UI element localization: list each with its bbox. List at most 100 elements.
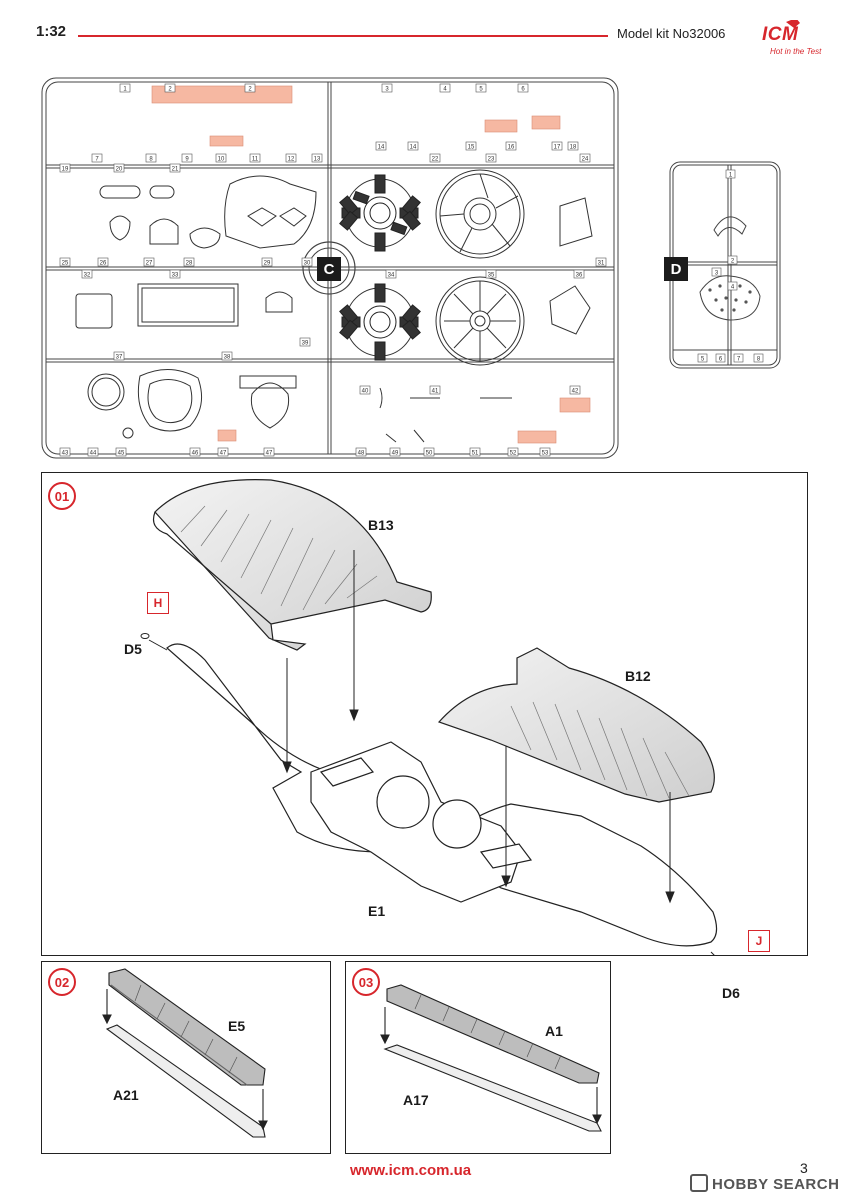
- brand-logo: ICM Hot in the Test: [756, 20, 828, 60]
- sprue-c-part-number-box: [299, 337, 311, 347]
- sprue-c-part-number: 11: [252, 157, 259, 163]
- sprue-d-part-number-box: [727, 255, 738, 265]
- sprue-d-part-number: 3: [715, 271, 719, 277]
- sprue-c-part-number: 2: [168, 87, 172, 93]
- sprue-c-part-number: 10: [218, 157, 225, 163]
- sprue-c-part-number: 27: [146, 261, 153, 267]
- watermark-logo-icon: [690, 1174, 708, 1192]
- sprue-c-part-number-box: [169, 163, 181, 173]
- sprue-c-part-number: 13: [314, 157, 321, 163]
- sprue-c-part-number: 16: [508, 145, 515, 151]
- sprue-c-part-number-box: [485, 153, 497, 163]
- sprue-c-part-number-box: [311, 153, 323, 163]
- sprue-c-part-number-box: [375, 141, 387, 151]
- sprue-c-part-number: 51: [472, 451, 479, 457]
- paint-marker-h: H: [147, 592, 169, 614]
- sprue-c-part-number: 40: [362, 389, 369, 395]
- sprue-c-part-number: 47: [220, 451, 227, 457]
- sprue-c-part-number-box: [189, 447, 201, 457]
- sprue-c-part-number: 20: [116, 167, 123, 173]
- page-number: 3: [800, 1160, 808, 1176]
- sprue-d-part-number: 7: [737, 357, 741, 363]
- paint-marker-j: J: [748, 930, 770, 952]
- sprue-c-part-number: 15: [468, 145, 475, 151]
- sprue-c-part-number-box: [115, 447, 127, 457]
- sprue-c-part-number-box: [485, 269, 497, 279]
- sprue-d-part-number-box: [725, 169, 736, 179]
- sprue-c-part-number-box: [475, 83, 487, 93]
- sprue-c-part-number: 31: [598, 261, 605, 267]
- step-02-aileron-drawing: [102, 968, 268, 1138]
- sprue-c-part-number-box: [169, 269, 181, 279]
- sprue-c-part-number: 1: [123, 87, 127, 93]
- sprue-c-part-number: 24: [582, 157, 589, 163]
- sprue-c-part-number: 34: [388, 273, 395, 279]
- sprue-c-part-number-box: [249, 153, 261, 163]
- sprue-c-part-number: 8: [149, 157, 153, 163]
- sprue-d-part-number: 2: [731, 259, 735, 265]
- sprue-c-part-number: 36: [576, 273, 583, 279]
- sprue-c-part-number-box: [244, 83, 256, 93]
- sprue-c-part-number-box: [87, 447, 99, 457]
- sprue-c-letter: C: [323, 260, 335, 278]
- page-header: 1:32 Model kit No32006 ICM Hot in the Te…: [0, 0, 848, 60]
- sprue-c-part-number: 52: [510, 451, 517, 457]
- sprue-d-part-number-box: [715, 353, 726, 363]
- sprue-c-part-number-box: [113, 351, 125, 361]
- sprue-c-part-number: 26: [100, 261, 107, 267]
- brand-name: ICM: [762, 24, 799, 45]
- sprue-c-part-number: 35: [488, 273, 495, 279]
- part-label-b13: B13: [368, 517, 394, 533]
- sprue-c-part-number-box: [217, 447, 229, 457]
- website-link[interactable]: www.icm.com.ua: [350, 1162, 472, 1179]
- sprue-c-part-number: 42: [572, 389, 579, 395]
- step-03-panel: [345, 961, 611, 1154]
- sprue-d-part-number: 5: [701, 357, 705, 363]
- sprue-c-part-number: 48: [358, 451, 365, 457]
- sprue-d-part-number: 8: [757, 357, 761, 363]
- sprue-c-part-number: 18: [570, 145, 577, 151]
- kit-number-label: Model kit No32006: [617, 26, 726, 41]
- brand-tagline: Hot in the Test: [770, 47, 822, 56]
- sprue-c-part-number: 50: [426, 451, 433, 457]
- sprue-c-part-number-box: [221, 351, 233, 361]
- part-label-d6: D6: [722, 985, 740, 1001]
- sprue-c-part-number: 9: [185, 157, 189, 163]
- sprue-c-part-number: 29: [264, 261, 271, 267]
- sprue-c-part-number-box: [59, 257, 71, 267]
- sprue-c-part-number-box: [389, 447, 401, 457]
- sprue-c-part-number-box: [429, 385, 441, 395]
- sprue-c-part-number-box: [143, 257, 155, 267]
- sprue-d-part-number: 4: [731, 285, 735, 291]
- sprue-c-part-number: 17: [554, 145, 561, 151]
- sprue-c-part-number: 23: [488, 157, 495, 163]
- sprue-c-part-number-box: [285, 153, 297, 163]
- header-rule: [78, 35, 608, 37]
- sprue-c-part-number-box: [465, 141, 477, 151]
- sprue-d-part-number-box: [753, 353, 764, 363]
- step-02-number: 02: [48, 968, 76, 996]
- sprue-c-part-number-box: [505, 141, 517, 151]
- step-03-aileron-drawing: [380, 984, 602, 1132]
- sprue-c-part-number: 12: [288, 157, 295, 163]
- sprue-c-part-number: 33: [172, 273, 179, 279]
- sprue-c-part-number-box: [469, 447, 481, 457]
- sprue-c-part-number: 22: [432, 157, 439, 163]
- sprue-d-part-number-box: [727, 281, 738, 291]
- sprue-c-part-number: 7: [95, 157, 99, 163]
- sprue-c-part-number: 2: [248, 87, 252, 93]
- sprue-c-part-number: 53: [542, 451, 549, 457]
- step-01-panel: [41, 472, 808, 956]
- part-label-a21: A21: [113, 1087, 139, 1103]
- step-01-number: 01: [48, 482, 76, 510]
- sprue-c-part-number: 28: [186, 261, 193, 267]
- sprue-c-part-number-box: [579, 153, 591, 163]
- sprue-c-part-number: 37: [116, 355, 123, 361]
- sprue-c-part-number: 47: [266, 451, 273, 457]
- sprue-c-part-number: 19: [62, 167, 69, 173]
- part-label-d5: D5: [124, 641, 142, 657]
- sprue-c-part-number: 30: [304, 261, 311, 267]
- sprue-c-part-number-box: [261, 257, 273, 267]
- part-label-e1: E1: [368, 903, 386, 919]
- sprue-d-part-number-box: [711, 267, 722, 277]
